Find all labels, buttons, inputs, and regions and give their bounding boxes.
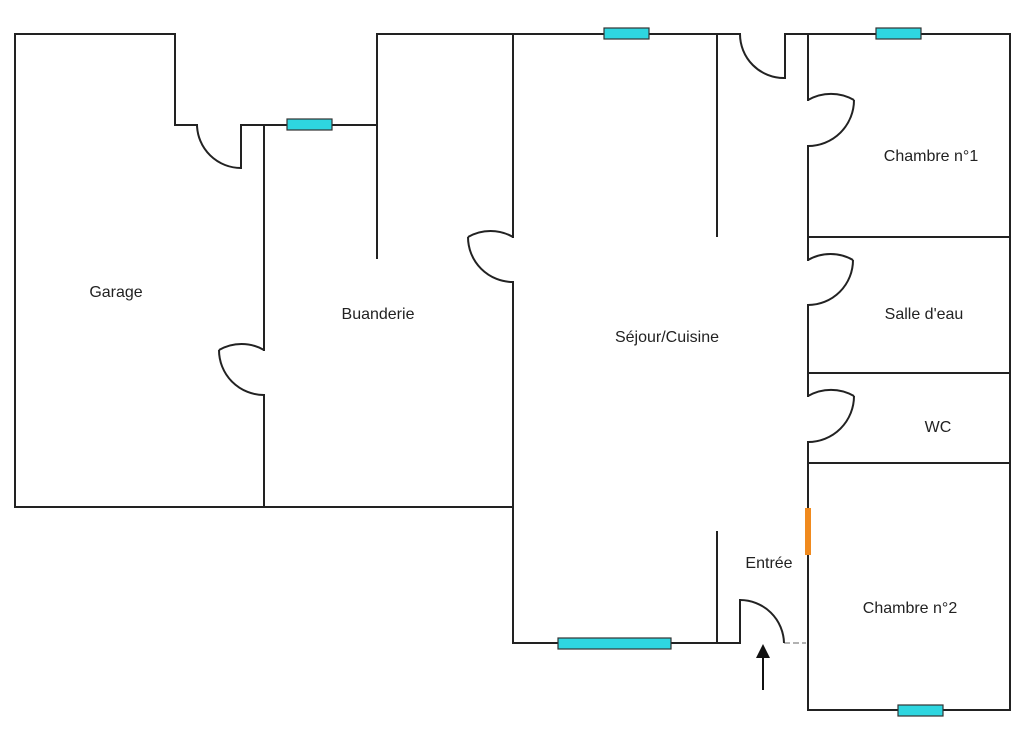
door-chambre1 <box>807 92 855 147</box>
window-sejour-bottom <box>557 637 672 650</box>
door-buanderie-sejour <box>467 230 514 283</box>
door-wc <box>807 388 855 443</box>
window-sejour-top <box>603 27 650 40</box>
arrow-up-icon <box>756 644 770 690</box>
label-buanderie: Buanderie <box>342 306 415 323</box>
door-garage-side <box>218 343 265 396</box>
door-garage-buanderie <box>196 124 242 169</box>
door-salle-deau <box>807 253 854 306</box>
wall-garage-top <box>14 33 198 126</box>
label-chambre-1: Chambre n°1 <box>884 148 979 165</box>
window-chambre1 <box>875 27 922 40</box>
door-top-hall <box>739 33 785 79</box>
label-garage: Garage <box>89 284 142 301</box>
room-labels: Garage Buanderie Séjour/Cuisine Chambre … <box>89 148 978 617</box>
window-chambre2 <box>897 704 944 717</box>
label-chambre-2: Chambre n°2 <box>863 600 958 617</box>
label-entree: Entrée <box>745 555 792 572</box>
window-buanderie <box>286 118 333 131</box>
label-wc: WC <box>925 419 952 436</box>
label-salle-deau: Salle d'eau <box>885 306 964 323</box>
doors <box>196 33 855 644</box>
label-sejour-cuisine: Séjour/Cuisine <box>615 329 719 346</box>
door-entree <box>739 599 785 644</box>
door-frame-chambre2 <box>805 508 811 555</box>
walls <box>14 33 1011 711</box>
windows <box>286 27 944 717</box>
